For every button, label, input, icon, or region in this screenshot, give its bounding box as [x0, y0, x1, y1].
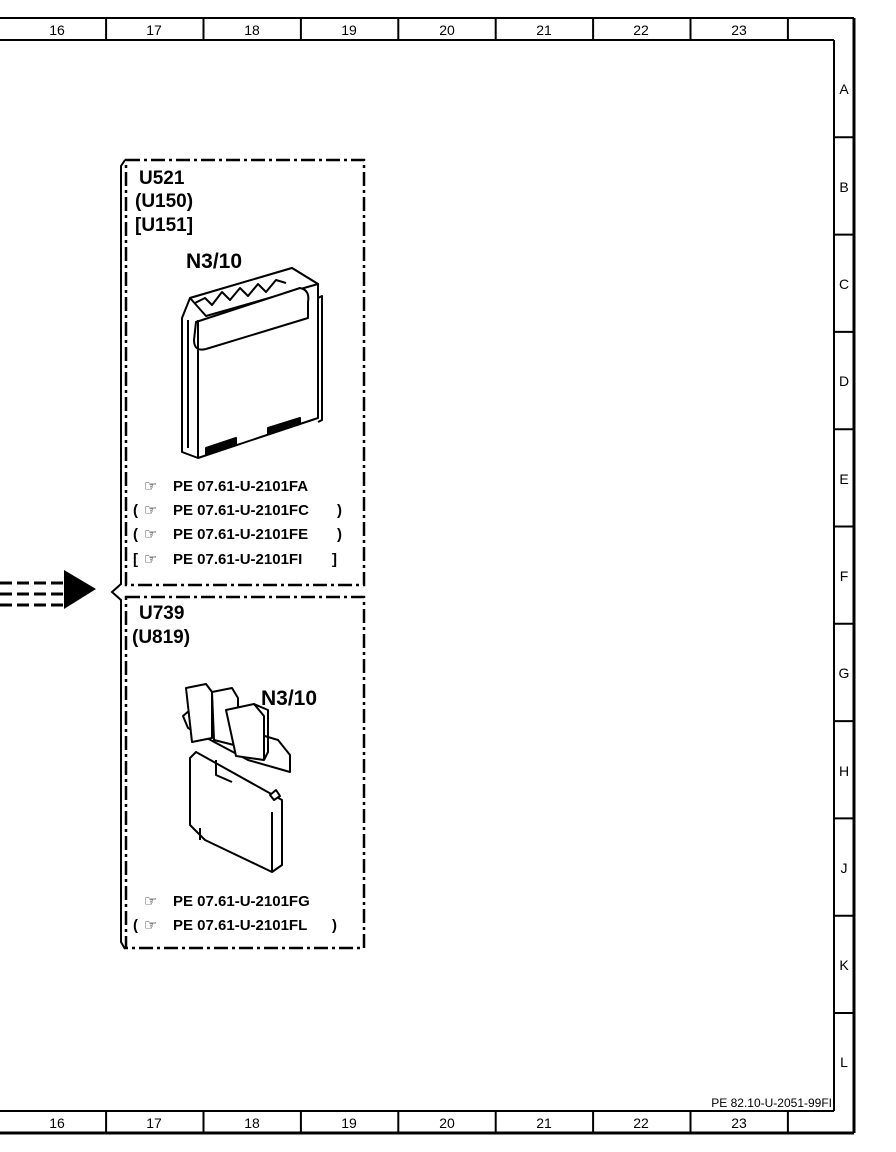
- component-box-upper: U521 (U150) [U151] N3/10 ☞ PE 07.61-U-21…: [124, 158, 366, 587]
- column-dividers: [105, 18, 789, 1133]
- document-id: PE 82.10-U-2051-99FI: [711, 1096, 832, 1110]
- column-label: 17: [146, 1115, 162, 1131]
- column-label: 18: [244, 22, 260, 38]
- row-label: G: [839, 665, 850, 681]
- reference-open-bracket: [: [133, 551, 138, 568]
- component-code: U739: [139, 603, 184, 624]
- reference-close-bracket: ): [337, 502, 342, 519]
- row-label: K: [839, 957, 849, 973]
- column-labels-bottom: 16 17 18 19 20 21 22 23: [49, 1115, 747, 1131]
- reference-close-bracket: ]: [332, 551, 337, 568]
- row-label: H: [839, 763, 849, 779]
- row-dividers: [834, 136, 854, 1014]
- pointing-hand-icon: ☞: [144, 526, 157, 543]
- row-label: L: [840, 1054, 848, 1070]
- row-label: C: [839, 276, 849, 292]
- reference-open-bracket: (: [133, 526, 138, 543]
- drawing-frame: [0, 17, 856, 1135]
- pointing-hand-icon: ☞: [144, 502, 157, 519]
- column-label: 23: [731, 1115, 747, 1131]
- column-label: 22: [633, 22, 649, 38]
- pointing-hand-icon: ☞: [144, 551, 157, 568]
- part-label: N3/10: [261, 687, 317, 710]
- reference-list: ☞ PE 07.61-U-2101FG ( ☞ PE 07.61-U-2101F…: [133, 893, 337, 934]
- reference-link[interactable]: PE 07.61-U-2101FA: [173, 478, 308, 495]
- component-group-bracket: [110, 159, 126, 950]
- component-code: [U151]: [135, 215, 193, 236]
- column-label: 21: [536, 1115, 552, 1131]
- part-label: N3/10: [186, 250, 242, 273]
- column-label: 19: [341, 22, 357, 38]
- component-code: (U150): [135, 191, 193, 212]
- column-label: 22: [633, 1115, 649, 1131]
- reference-close-bracket: ): [332, 917, 337, 934]
- component-code: U521: [139, 168, 185, 189]
- reference-link[interactable]: PE 07.61-U-2101FC: [173, 502, 309, 519]
- pointing-hand-icon: ☞: [144, 917, 157, 934]
- row-labels: A B C D E F G H J K L: [839, 81, 850, 1070]
- row-label: B: [839, 179, 848, 195]
- column-label: 20: [439, 1115, 455, 1131]
- column-label: 23: [731, 22, 747, 38]
- row-label: J: [841, 860, 848, 876]
- component-box-lower: U739 (U819) N3/10 ☞ PE 07.61-U-2101FG ( …: [124, 595, 366, 950]
- column-label: 19: [341, 1115, 357, 1131]
- row-label: E: [839, 471, 848, 487]
- reference-list: ☞ PE 07.61-U-2101FA ( ☞ PE 07.61-U-2101F…: [133, 478, 342, 568]
- row-label: D: [839, 373, 849, 389]
- arrow-right-icon: [0, 570, 96, 609]
- column-label: 18: [244, 1115, 260, 1131]
- column-label: 16: [49, 22, 65, 38]
- reference-link[interactable]: PE 07.61-U-2101FG: [173, 893, 310, 910]
- reference-link[interactable]: PE 07.61-U-2101FI: [173, 551, 302, 568]
- reference-close-bracket: ): [337, 526, 342, 543]
- column-label: 17: [146, 22, 162, 38]
- reference-open-bracket: (: [133, 502, 138, 519]
- column-label: 21: [536, 22, 552, 38]
- pointing-hand-icon: ☞: [144, 478, 157, 495]
- control-unit-illustration: [181, 267, 323, 459]
- column-label: 16: [49, 1115, 65, 1131]
- reference-link[interactable]: PE 07.61-U-2101FE: [173, 526, 308, 543]
- column-label: 20: [439, 22, 455, 38]
- reference-link[interactable]: PE 07.61-U-2101FL: [173, 917, 307, 934]
- reference-open-bracket: (: [133, 917, 138, 934]
- control-unit-illustration: [182, 683, 291, 873]
- row-label: A: [839, 81, 849, 97]
- pointing-hand-icon: ☞: [144, 893, 157, 910]
- row-label: F: [840, 568, 849, 584]
- column-labels-top: 16 17 18 19 20 21 22 23: [49, 22, 747, 38]
- component-code: (U819): [132, 627, 190, 648]
